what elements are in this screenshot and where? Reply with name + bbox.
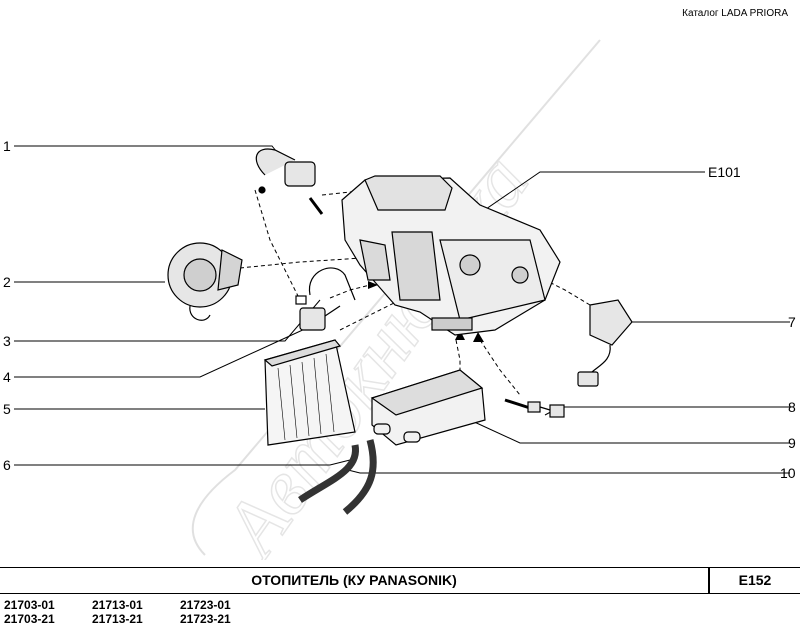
part-5-cabin-filter: [263, 339, 356, 446]
part-3-valve-tube: [295, 267, 356, 305]
model-code: 21723-21: [180, 612, 231, 626]
title-separator: [708, 568, 710, 593]
model-code: 21713-01: [92, 598, 143, 612]
title-row: ОТОПИТЕЛЬ (КУ PANASONIK) E152: [0, 567, 800, 594]
footer: ОТОПИТЕЛЬ (КУ PANASONIK) E152 21703-01 2…: [0, 562, 800, 638]
callout-1: 1: [3, 138, 11, 154]
part-1-air-damper-actuator: [255, 148, 324, 215]
part-8-temperature-sensor: [504, 398, 565, 418]
callout-6: 6: [3, 457, 11, 473]
callout-e101: E101: [708, 164, 741, 180]
part-4-valve: [299, 305, 341, 331]
heater-housing: [341, 175, 561, 336]
model-code: 21713-21: [92, 612, 143, 626]
catalog-header: Каталог LADA PRIORA: [682, 8, 788, 19]
callout-9: 9: [788, 435, 796, 451]
callout-10: 10: [780, 465, 796, 481]
model-code: 21723-01: [180, 598, 231, 612]
callout-5: 5: [3, 401, 11, 417]
model-column-1: 21703-01 21703-21: [4, 598, 55, 626]
callout-7: 7: [788, 314, 796, 330]
exploded-diagram: Автокнюбука: [14, 39, 790, 560]
model-column-3: 21723-01 21723-21: [180, 598, 231, 626]
callout-8: 8: [788, 399, 796, 415]
callout-3: 3: [3, 333, 11, 349]
part-2-blower-fan-motor: [167, 242, 243, 321]
diagram-code: E152: [738, 572, 772, 588]
callout-2: 2: [3, 274, 11, 290]
model-column-2: 21713-01 21713-21: [92, 598, 143, 626]
model-code: 21703-21: [4, 612, 55, 626]
part-7-air-recirculation-actuator: [577, 299, 633, 387]
part-9-heater-core: [370, 369, 486, 446]
part-10-heater-hose: [298, 439, 377, 515]
model-code: 21703-01: [4, 598, 55, 612]
callout-4: 4: [3, 369, 11, 385]
diagram-title: ОТОПИТЕЛЬ (КУ PANASONIK): [251, 572, 457, 588]
